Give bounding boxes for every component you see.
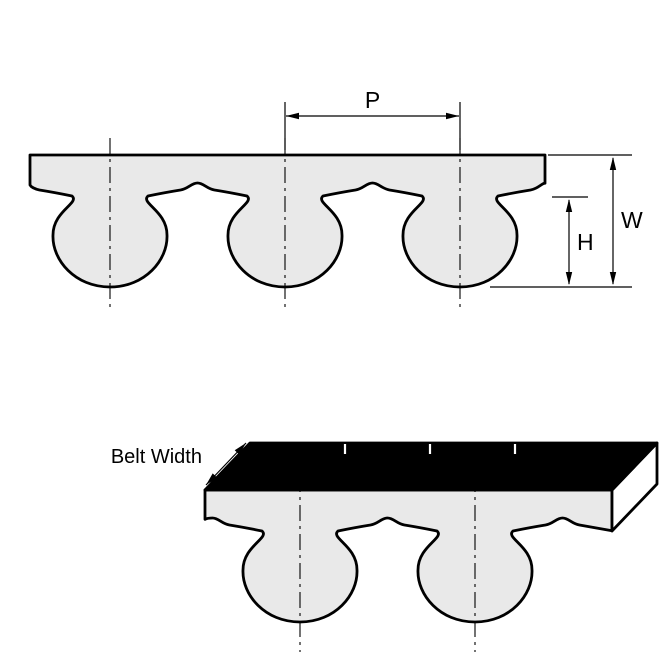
arrow-upper-icon	[234, 443, 246, 455]
belt-isometric-view	[203, 441, 659, 652]
arrow-down-icon	[565, 272, 573, 285]
arrow-down-icon	[609, 272, 617, 285]
arrow-lower-icon	[206, 473, 218, 485]
arrow-right-icon	[446, 112, 459, 120]
width-dimension: W	[490, 154, 643, 288]
width-label: W	[621, 207, 643, 233]
belt-width-callout: Belt Width	[111, 442, 247, 486]
arrow-left-icon	[286, 112, 299, 120]
belt-profile-top-view	[28, 138, 547, 308]
arrow-up-icon	[565, 199, 573, 212]
height-dimension: H	[552, 196, 594, 285]
arrow-up-icon	[609, 157, 617, 170]
pitch-dimension: P	[284, 87, 461, 150]
belt-profile-outline	[28, 153, 547, 289]
belt-width-label: Belt Width	[111, 446, 202, 468]
pitch-label: P	[365, 87, 380, 113]
belt-top-face	[203, 441, 659, 492]
height-label: H	[577, 229, 594, 255]
belt-front-face	[203, 488, 614, 624]
